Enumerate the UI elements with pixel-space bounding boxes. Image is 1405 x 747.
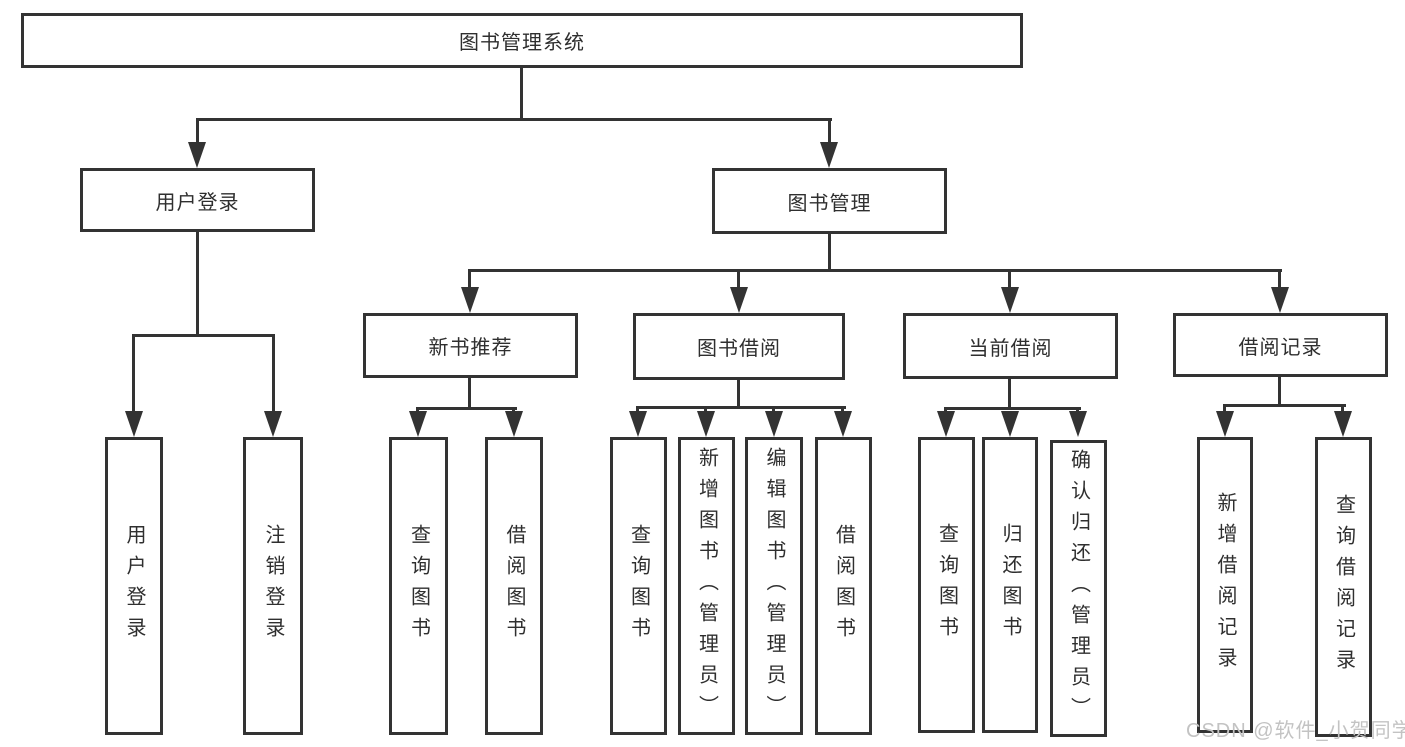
connector-drop-leaf: [1223, 404, 1226, 414]
connector-drop-leaf: [1341, 404, 1344, 414]
connector-new-book-rail: [416, 407, 517, 410]
leaf-user-login: 用户登录: [105, 437, 163, 735]
leaf-nb-borrow-books-label: 借阅图书: [503, 524, 525, 648]
connector-drop-user-login: [196, 118, 199, 146]
leaf-cb-return-books: 归还图书: [982, 437, 1038, 733]
node-book-borrow: 图书借阅: [633, 313, 845, 380]
leaf-br-query-record-label: 查询借阅记录: [1332, 494, 1355, 680]
leaf-nb-borrow-books: 借阅图书: [485, 437, 543, 735]
node-book-borrow-label: 图书借阅: [697, 338, 781, 360]
node-book-mgmt: 图书管理: [712, 168, 947, 234]
leaf-cb-return-books-label: 归还图书: [999, 523, 1021, 647]
connector-drop-book-borrow: [737, 269, 740, 291]
node-user-login: 用户登录: [80, 168, 315, 232]
leaf-cb-query-books-label: 查询图书: [935, 523, 958, 647]
connector-drop-current-borrow: [1008, 269, 1011, 291]
node-book-mgmt-label: 图书管理: [787, 192, 872, 215]
leaf-logout-label: 注销登录: [262, 524, 284, 648]
leaf-bb-edit-books-admin: 编辑图书（管理员）: [745, 437, 803, 735]
connector-book-borrow-stem: [737, 380, 740, 409]
connector-drop-leaf: [132, 334, 135, 414]
node-current-borrow-label: 当前借阅: [968, 337, 1053, 360]
leaf-user-login-label: 用户登录: [123, 524, 145, 648]
arrowhead-down-icon: [125, 411, 143, 437]
node-current-borrow: 当前借阅: [903, 313, 1118, 379]
node-root: 图书管理系统: [21, 13, 1023, 68]
arrowhead-down-icon: [1271, 287, 1289, 313]
connector-drop-leaf: [772, 406, 775, 415]
arrowhead-down-icon: [765, 411, 783, 437]
connector-drop-leaf: [272, 334, 275, 414]
connector-current-borrow-rail: [944, 407, 1081, 410]
leaf-br-query-record: 查询借阅记录: [1315, 437, 1372, 737]
arrowhead-down-icon: [505, 411, 523, 437]
connector-borrow-records-stem: [1278, 377, 1281, 407]
arrowhead-down-icon: [1334, 411, 1352, 437]
connector-root-stem: [520, 68, 523, 121]
leaf-cb-confirm-return-admin: 确认归还（管理员）: [1050, 440, 1107, 737]
connector-drop-book-mgmt: [828, 118, 831, 146]
connector-user-login-rail: [132, 334, 275, 337]
connector-drop-leaf: [636, 406, 639, 415]
leaf-cb-confirm-return-admin-label: 确认归还（管理员）: [1067, 449, 1090, 728]
arrowhead-down-icon: [629, 411, 647, 437]
connector-user-login-stem: [196, 232, 199, 336]
connector-borrow-records-rail: [1223, 404, 1346, 407]
arrowhead-down-icon: [834, 411, 852, 437]
arrowhead-down-icon: [264, 411, 282, 437]
arrowhead-down-icon: [820, 142, 838, 168]
leaf-nb-query-books: 查询图书: [389, 437, 448, 735]
leaf-br-add-record: 新增借阅记录: [1197, 437, 1253, 733]
connector-drop-borrow-records: [1278, 269, 1281, 291]
csdn-watermark: CSDN @软件_小贺同学: [1186, 720, 1405, 742]
connector-new-book-stem: [468, 378, 471, 410]
node-borrow-records-label: 借阅记录: [1238, 336, 1323, 359]
node-root-label: 图书管理系统: [459, 32, 585, 54]
leaf-br-add-record-label: 新增借阅记录: [1214, 492, 1236, 678]
leaf-logout: 注销登录: [243, 437, 303, 735]
leaf-bb-add-books-admin: 新增图书（管理员）: [678, 437, 735, 735]
arrowhead-down-icon: [1216, 411, 1234, 437]
arrowhead-down-icon: [1001, 287, 1019, 313]
arrowhead-down-icon: [188, 142, 206, 168]
arrowhead-down-icon: [730, 287, 748, 313]
leaf-bb-edit-books-admin-label: 编辑图书（管理员）: [763, 446, 785, 726]
leaf-bb-query-books-label: 查询图书: [627, 524, 650, 648]
leaf-nb-query-books-label: 查询图书: [407, 524, 430, 648]
connector-drop-new-book: [468, 269, 471, 291]
leaf-bb-add-books-admin-label: 新增图书（管理员）: [695, 446, 718, 726]
arrowhead-down-icon: [1001, 411, 1019, 437]
node-new-book-recommend-label: 新书推荐: [428, 337, 513, 359]
node-new-book-recommend: 新书推荐: [363, 313, 578, 378]
connector-drop-leaf: [704, 406, 707, 415]
arrowhead-down-icon: [697, 411, 715, 437]
node-user-login-label: 用户登录: [155, 191, 240, 214]
connector-book-mgmt-stem: [828, 234, 831, 272]
connector-level2-rail: [468, 269, 1282, 272]
leaf-bb-borrow-books: 借阅图书: [815, 437, 872, 735]
node-borrow-records: 借阅记录: [1173, 313, 1388, 377]
leaf-cb-query-books: 查询图书: [918, 437, 975, 733]
leaf-bb-borrow-books-label: 借阅图书: [832, 524, 855, 648]
connector-current-borrow-stem: [1008, 379, 1011, 410]
arrowhead-down-icon: [409, 411, 427, 437]
arrowhead-down-icon: [937, 411, 955, 437]
arrowhead-down-icon: [461, 287, 479, 313]
leaf-bb-query-books: 查询图书: [610, 437, 667, 735]
connector-level1-rail: [196, 118, 832, 121]
connector-drop-leaf: [841, 406, 844, 415]
arrowhead-down-icon: [1069, 411, 1087, 437]
connector-book-borrow-rail: [636, 406, 846, 409]
